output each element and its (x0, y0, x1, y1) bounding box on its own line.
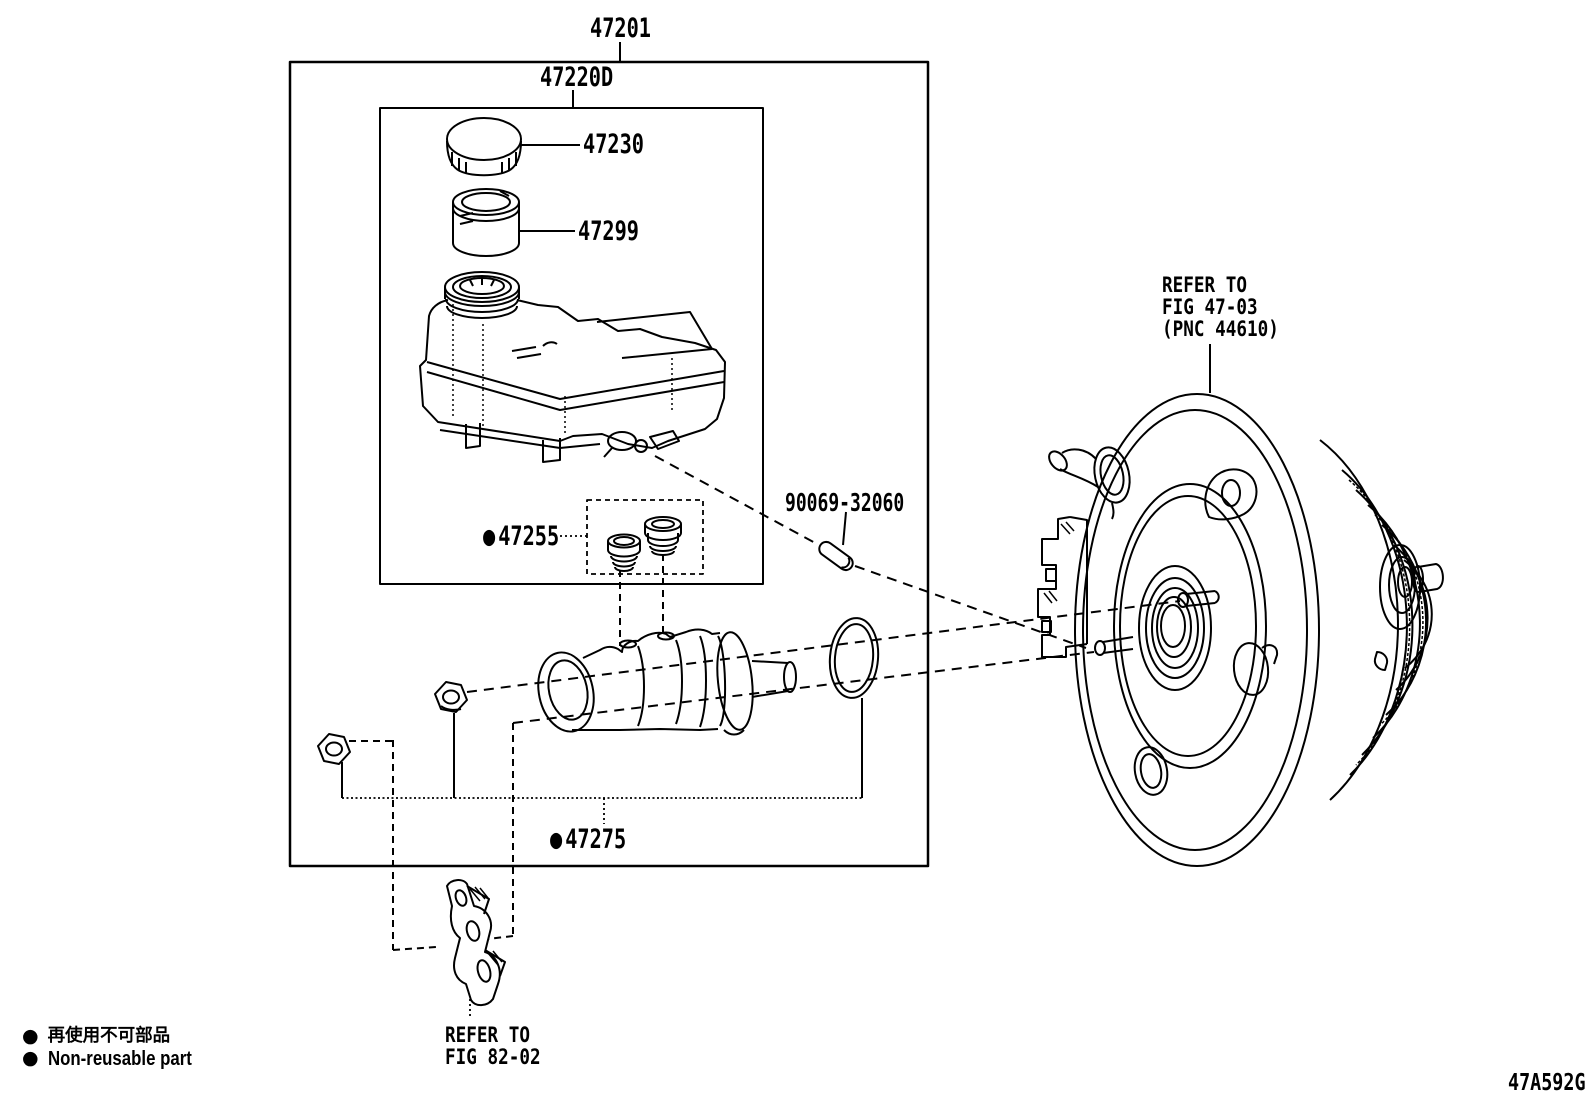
callout-47220d[interactable]: 47220D (540, 64, 613, 91)
non-reusable-bullet-icon: ● (22, 1025, 39, 1048)
note-line: FIG 47-03 (1162, 295, 1258, 319)
note-line: REFER TO (1162, 273, 1247, 297)
part-number: 47299 (578, 216, 639, 247)
non-reusable-bullet-icon: ● (483, 521, 496, 552)
o-ring-drawing (828, 617, 880, 699)
callout-47255[interactable]: ● 47255 (483, 523, 559, 550)
mounting-nut-drawing (434, 681, 468, 713)
part-number: 47255 (498, 521, 560, 552)
kit-bracket-lines (341, 698, 863, 824)
booster-bracket-drawing (1037, 516, 1088, 658)
callout-47299[interactable]: 47299 (578, 218, 639, 245)
reservoir-subassembly-box-outline (379, 90, 764, 585)
bracket-reference-note: REFER TO FIG 82-02 (445, 1024, 541, 1068)
mounting-bracket-drawing (446, 879, 506, 1016)
part-number: 47201 (590, 13, 651, 44)
master-cylinder-drawing (317, 617, 880, 765)
brake-booster-drawing (1037, 344, 1444, 867)
figure-code: 47A592G (1508, 1070, 1586, 1096)
reservoir-strainer-drawing (452, 188, 575, 257)
part-number: 47275 (565, 824, 627, 855)
callout-47201[interactable]: 47201 (590, 15, 651, 42)
assembly-box-outline (288, 42, 930, 868)
booster-reference-note: REFER TO FIG 47-03 (PNC 44610) (1162, 274, 1279, 340)
grommet-kit-drawing (560, 499, 704, 575)
legend-row-jp: ● 再使用不可部品 (22, 1026, 223, 1048)
non-reusable-legend: ● 再使用不可部品 ● Non-reusable part (22, 1026, 223, 1069)
booster-pushrod-drawing (1412, 563, 1444, 593)
legend-row-en: ● Non-reusable part (22, 1048, 223, 1070)
note-line: (PNC 44610) (1162, 317, 1279, 341)
part-number: 47230 (583, 129, 644, 160)
reservoir-tank-drawing (419, 271, 726, 463)
vacuum-check-valve-drawing (1048, 446, 1131, 520)
booster-stud-drawing (1094, 590, 1220, 656)
legend-text-jp: 再使用不可部品 (47, 1026, 171, 1047)
mounting-nut-drawing (317, 733, 351, 765)
part-number: 90069-32060 (785, 488, 905, 517)
callout-47275[interactable]: ● 47275 (550, 826, 626, 853)
callout-90069-32060[interactable]: 90069-32060 (785, 490, 904, 515)
part-number: 47220D (540, 62, 614, 93)
assembly-ghost-lines (349, 455, 1181, 951)
non-reusable-bullet-icon: ● (22, 1046, 39, 1069)
callout-47230[interactable]: 47230 (583, 131, 644, 158)
reservoir-cap-drawing (446, 117, 580, 177)
note-line: FIG 82-02 (445, 1045, 541, 1069)
non-reusable-bullet-icon: ● (550, 824, 563, 855)
legend-text-en: Non-reusable part (47, 1046, 192, 1070)
spring-pin-drawing (818, 511, 854, 572)
note-line: REFER TO (445, 1023, 530, 1047)
